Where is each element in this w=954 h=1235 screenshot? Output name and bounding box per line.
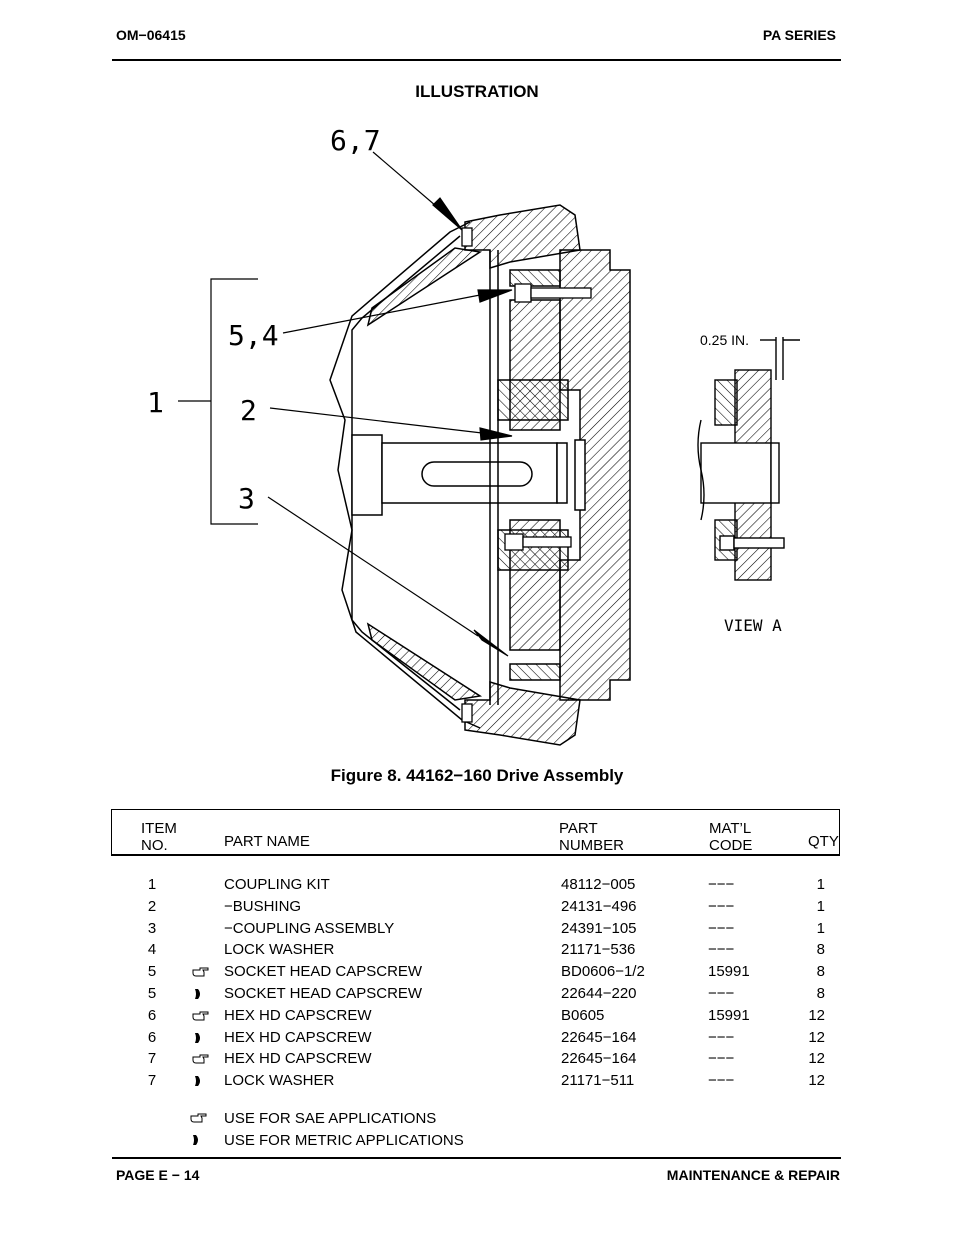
- row-part-number: 22645−164: [561, 1028, 637, 1046]
- figure-caption: Figure 8. 44162−160 Drive Assembly: [330, 766, 624, 785]
- row-matl-code: −−−: [708, 1072, 735, 1090]
- footer-rule: [112, 1157, 841, 1159]
- header-qty: QTY: [808, 833, 839, 850]
- row-part-number: B0605: [561, 1006, 605, 1024]
- header-item-no: ITEM NO.: [141, 820, 177, 854]
- row-matl-code: −−−: [708, 941, 735, 959]
- parts-table-header: [111, 809, 840, 856]
- sae-hand-icon: [190, 1113, 207, 1123]
- header-rule: [112, 59, 841, 61]
- callout-1: 1: [147, 386, 164, 419]
- row-part-number: 48112−005: [561, 876, 636, 893]
- row-part-name: HEX HD CAPSCREW: [224, 1006, 372, 1024]
- row-item-no: 6: [147, 1006, 157, 1024]
- row-qty: 12: [808, 1028, 825, 1046]
- row-matl-code: 15991: [708, 963, 750, 981]
- row-part-number: 24131−496: [561, 897, 637, 915]
- legend-sae-text: USE FOR SAE APPLICATIONS: [224, 1110, 437, 1127]
- row-part-name: −COUPLING ASSEMBLY: [224, 919, 395, 937]
- footer-section: MAINTENANCE & REPAIR: [666, 1167, 840, 1183]
- row-item-no: 7: [147, 1050, 157, 1068]
- section-title: ILLUSTRATION: [415, 82, 539, 101]
- header-item-line2: NO.: [141, 837, 168, 854]
- row-matl-code: 15991: [708, 1006, 750, 1024]
- row-part-name: −BUSHING: [224, 897, 302, 915]
- row-qty: 8: [816, 985, 825, 1002]
- row-part-name: HEX HD CAPSCREW: [224, 1028, 372, 1046]
- sae-hand-icon: [192, 1009, 209, 1023]
- row-item-no: 2: [147, 897, 157, 915]
- legend-metric-symbol: [190, 1133, 214, 1149]
- header-part-number: PART NUMBER: [559, 820, 624, 854]
- header-part-name: PART NAME: [224, 833, 310, 850]
- header-part-number-line1: PART: [559, 820, 598, 837]
- row-item-no: 5: [147, 963, 157, 981]
- drive-assembly-drawing: 6,7 5,4 1 2 3: [147, 124, 800, 746]
- capscrews: [461, 227, 592, 723]
- row-part-name: LOCK WASHER: [224, 1072, 335, 1090]
- legend-metric-text: USE FOR METRIC APPLICATIONS: [224, 1132, 464, 1149]
- sae-hand-icon: [192, 1052, 209, 1066]
- row-item-no: 7: [147, 1072, 157, 1090]
- row-qty: 1: [816, 876, 825, 893]
- row-part-name: HEX HD CAPSCREW: [224, 1050, 372, 1068]
- metric-pointer-icon: [193, 1135, 198, 1145]
- row-qty: 8: [816, 963, 825, 981]
- row-part-number: 21171−536: [561, 941, 636, 959]
- row-part-name: LOCK WASHER: [224, 941, 335, 959]
- row-qty: 1: [816, 897, 825, 915]
- row-matl-code: −−−: [708, 897, 735, 915]
- metric-pointer-icon: [192, 987, 208, 1001]
- row-qty: 12: [808, 1072, 825, 1090]
- callout-3: 3: [238, 482, 255, 515]
- header-series: PA SERIES: [762, 27, 836, 43]
- item-1-bracket: [178, 278, 258, 525]
- header-matl-line2: CODE: [709, 837, 753, 854]
- row-part-name: SOCKET HEAD CAPSCREW: [224, 985, 423, 1002]
- row-qty: 12: [808, 1006, 825, 1024]
- callout-6-7: 6,7: [330, 124, 381, 157]
- row-part-number: BD0606−1/2: [561, 963, 645, 981]
- sae-hand-icon: [192, 965, 209, 979]
- metric-pointer-icon: [192, 1074, 208, 1088]
- shaft: [351, 250, 586, 705]
- header-doc-number: OM−06415: [116, 27, 186, 43]
- view-a-detail: [697, 337, 800, 581]
- row-part-number: 22645−164: [561, 1050, 637, 1068]
- header-part-number-line2: NUMBER: [559, 837, 625, 854]
- view-a-label: VIEW A: [724, 616, 782, 635]
- row-qty: 1: [816, 919, 825, 937]
- row-part-number: 22644−220: [561, 985, 637, 1002]
- row-item-no: 5: [147, 985, 157, 1002]
- row-matl-code: −−−: [708, 919, 735, 937]
- callout-5-4: 5,4: [228, 319, 279, 352]
- row-matl-code: −−−: [708, 1050, 735, 1068]
- row-part-name: SOCKET HEAD CAPSCREW: [224, 963, 423, 981]
- row-matl-code: −−−: [708, 876, 735, 893]
- header-matl-line1: MAT’L: [709, 820, 752, 837]
- row-part-number: 24391−105: [561, 919, 637, 937]
- legend-sae-symbol: [190, 1111, 214, 1127]
- row-qty: 12: [808, 1050, 825, 1068]
- header-matl-code: MAT’L CODE: [709, 820, 752, 854]
- footer-page-number: PAGE E − 14: [116, 1167, 200, 1183]
- row-item-no: 1: [147, 876, 157, 893]
- row-matl-code: −−−: [708, 1028, 735, 1046]
- metric-pointer-icon: [192, 1031, 208, 1045]
- row-item-no: 4: [147, 941, 157, 959]
- row-part-name: COUPLING KIT: [224, 876, 330, 893]
- row-qty: 8: [816, 941, 825, 959]
- header-item-line1: ITEM: [141, 820, 177, 837]
- row-item-no: 3: [147, 919, 157, 937]
- row-item-no: 6: [147, 1028, 157, 1046]
- callout-2: 2: [240, 394, 257, 427]
- row-part-number: 21171−511: [561, 1072, 635, 1090]
- dimension-label: 0.25 IN.: [700, 332, 749, 348]
- row-matl-code: −−−: [708, 985, 735, 1002]
- callout-text-group: 6,7 5,4 1 2 3: [147, 124, 381, 515]
